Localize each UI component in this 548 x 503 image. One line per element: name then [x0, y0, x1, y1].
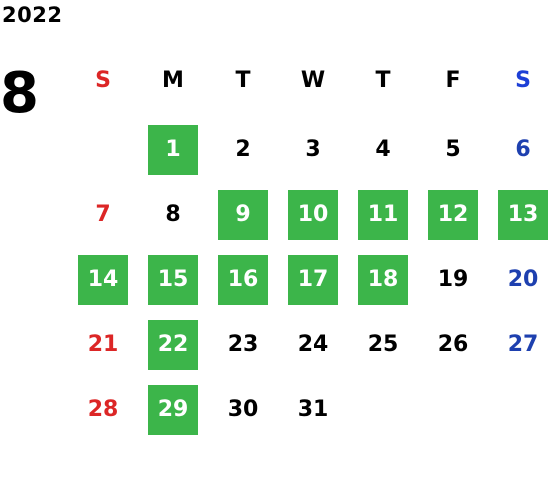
- day-cell-highlighted: 29: [148, 385, 198, 435]
- weekday-sun: S: [95, 68, 111, 93]
- day-cell: 24: [297, 332, 329, 357]
- day-cell: 2: [235, 137, 251, 162]
- day-cell: 3: [305, 137, 321, 162]
- day-cell-highlighted: 1: [148, 125, 198, 175]
- day-cell: 30: [227, 397, 259, 422]
- weekday-fri: F: [445, 68, 461, 93]
- weekday-sat: S: [515, 68, 531, 93]
- month-number: 8: [0, 61, 39, 126]
- weekday-mon: M: [162, 68, 184, 93]
- day-cell: 28: [87, 397, 119, 422]
- day-cell: 6: [515, 137, 531, 162]
- day-cell: 25: [367, 332, 399, 357]
- year-label: 2022: [2, 3, 63, 27]
- day-cell-highlighted: 18: [358, 255, 408, 305]
- day-cell: 26: [437, 332, 469, 357]
- weekday-thu: T: [375, 68, 391, 93]
- day-cell: 7: [95, 202, 111, 227]
- day-cell-highlighted: 12: [428, 190, 478, 240]
- weekday-tue: T: [235, 68, 251, 93]
- day-cell: 20: [507, 267, 539, 292]
- day-cell-highlighted: 17: [288, 255, 338, 305]
- day-cell: 4: [375, 137, 391, 162]
- day-cell-highlighted: 13: [498, 190, 548, 240]
- day-cell: 21: [87, 332, 119, 357]
- day-cell-highlighted: 14: [78, 255, 128, 305]
- day-cell-highlighted: 11: [358, 190, 408, 240]
- day-cell: 5: [445, 137, 461, 162]
- day-cell: 19: [437, 267, 469, 292]
- day-cell: 31: [297, 397, 329, 422]
- day-cell-highlighted: 10: [288, 190, 338, 240]
- day-cell-highlighted: 16: [218, 255, 268, 305]
- day-cell: 23: [227, 332, 259, 357]
- weekday-wed: W: [300, 68, 326, 93]
- day-cell: 8: [165, 202, 181, 227]
- day-cell-highlighted: 15: [148, 255, 198, 305]
- day-cell: 27: [507, 332, 539, 357]
- day-cell-highlighted: 22: [148, 320, 198, 370]
- day-cell-highlighted: 9: [218, 190, 268, 240]
